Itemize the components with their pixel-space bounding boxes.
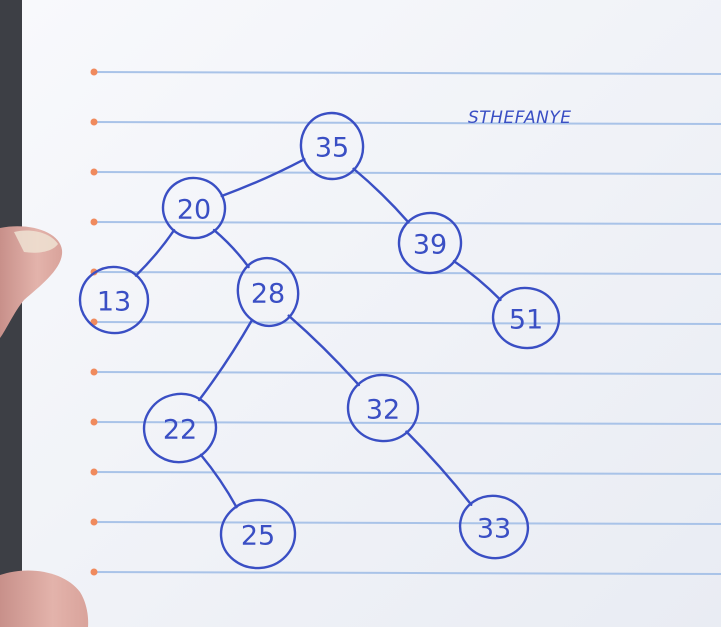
tree-edge bbox=[287, 314, 361, 387]
node-label: 33 bbox=[477, 514, 511, 545]
ruled-line bbox=[91, 471, 721, 475]
tree-node: 20 bbox=[161, 176, 227, 240]
ruled-line bbox=[91, 321, 721, 325]
tree-edge bbox=[220, 158, 306, 198]
tree-node: 25 bbox=[219, 498, 297, 570]
node-circle bbox=[346, 373, 420, 443]
tree-edge bbox=[199, 453, 238, 509]
node-circle bbox=[236, 256, 300, 328]
ruled-line bbox=[91, 271, 721, 275]
node-circle bbox=[219, 498, 297, 570]
node-label: 35 bbox=[315, 133, 349, 164]
node-circle bbox=[397, 211, 463, 275]
node-circle bbox=[78, 265, 150, 335]
tree-node: 35 bbox=[299, 111, 365, 181]
tree-edge bbox=[452, 259, 502, 302]
tree-edge bbox=[352, 167, 410, 224]
tree-edge bbox=[134, 228, 176, 277]
fingers bbox=[0, 226, 89, 627]
node-label: 22 bbox=[163, 415, 197, 446]
node-label: 13 bbox=[97, 287, 131, 318]
binding-hole bbox=[90, 468, 98, 476]
ruled-line bbox=[91, 571, 721, 575]
ruled-line bbox=[91, 371, 721, 375]
tree-node: 32 bbox=[346, 373, 420, 443]
ruled-line bbox=[91, 171, 721, 175]
binding-holes bbox=[90, 68, 98, 576]
binding-hole bbox=[90, 368, 98, 376]
node-label: 32 bbox=[366, 395, 400, 426]
tree-node: 33 bbox=[458, 494, 530, 560]
binding-hole bbox=[90, 118, 98, 126]
node-label: 39 bbox=[413, 230, 447, 261]
author-name: STHEFANYE bbox=[468, 108, 571, 128]
tree-nodes: 35 20 39 13 28 51 22 32 25 33 bbox=[78, 111, 561, 570]
node-label: 51 bbox=[509, 305, 543, 336]
ruled-line bbox=[91, 521, 721, 525]
binding-hole bbox=[90, 168, 98, 176]
node-label: 20 bbox=[177, 195, 211, 226]
ruled-line bbox=[91, 121, 721, 125]
tree-edge bbox=[405, 430, 473, 506]
ruled-line bbox=[91, 71, 721, 75]
tree-node: 13 bbox=[78, 265, 150, 335]
binding-hole bbox=[90, 218, 98, 226]
tree-edges bbox=[134, 158, 502, 509]
node-circle bbox=[142, 392, 218, 464]
tree-node: 51 bbox=[491, 286, 561, 350]
tree-node: 28 bbox=[236, 256, 300, 328]
binding-hole bbox=[90, 68, 98, 76]
tree-node: 22 bbox=[142, 392, 218, 464]
tree-node: 39 bbox=[397, 211, 463, 275]
binding-hole bbox=[90, 418, 98, 426]
ruled-line bbox=[91, 421, 721, 425]
binding-hole bbox=[90, 568, 98, 576]
node-label: 25 bbox=[241, 521, 275, 552]
fingernail bbox=[14, 230, 58, 253]
tree-edge bbox=[197, 318, 254, 402]
tree-edge bbox=[212, 228, 250, 269]
node-circle bbox=[161, 176, 227, 240]
binding-hole bbox=[90, 518, 98, 526]
node-label: 28 bbox=[251, 279, 285, 310]
finger-bottom bbox=[0, 570, 89, 627]
node-circle bbox=[299, 111, 365, 181]
node-circle bbox=[491, 286, 561, 350]
node-circle bbox=[458, 494, 530, 560]
finger-top bbox=[0, 226, 63, 338]
